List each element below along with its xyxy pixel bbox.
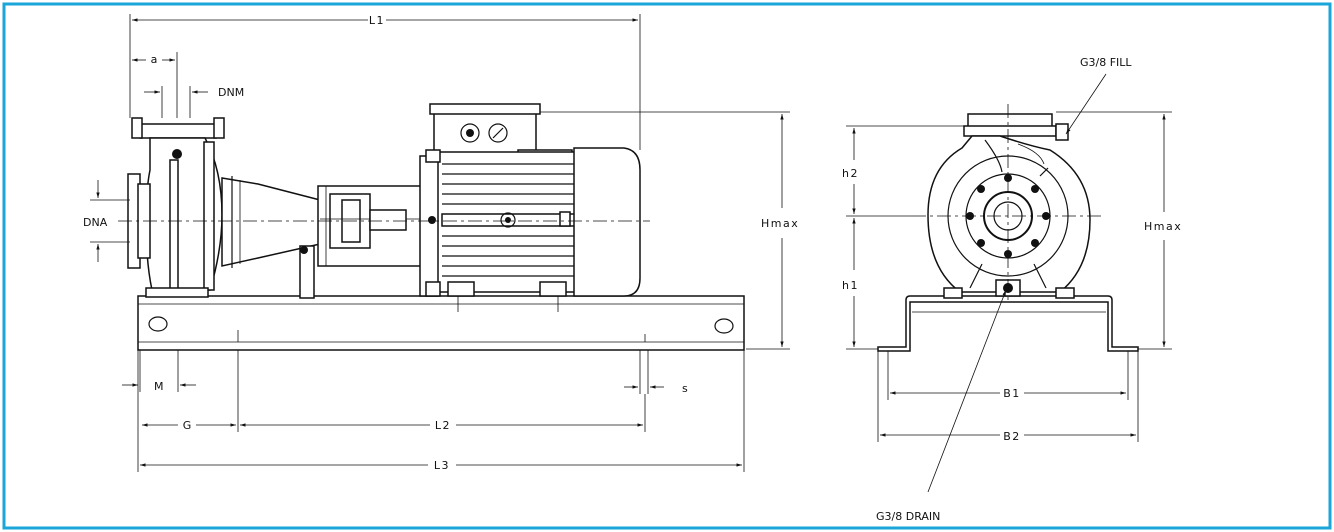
- label-DNA: DNA: [83, 216, 108, 229]
- label-L1: L1: [369, 14, 385, 27]
- front-base: [877, 295, 1139, 352]
- dim-DNM: DNM: [144, 86, 244, 118]
- label-h2: h2: [842, 167, 859, 180]
- dim-s: s: [624, 350, 688, 395]
- dim-L1: L1: [129, 14, 641, 150]
- label-fill: G3/8 FILL: [1080, 56, 1132, 69]
- fan-cover: [573, 147, 641, 297]
- callout-fill: G3/8 FILL: [1065, 56, 1132, 135]
- dim-h2: h2: [842, 125, 966, 217]
- pump-casing: [127, 117, 225, 298]
- dim-G: G: [142, 350, 239, 432]
- base-hole-left: [148, 316, 168, 332]
- label-Hmax-front: Hmax: [1144, 220, 1182, 233]
- terminal-box: [433, 107, 537, 155]
- base-hole-right: [714, 318, 734, 334]
- label-M: M: [154, 380, 164, 393]
- label-DNM: DNM: [218, 86, 244, 99]
- flange-bolts: [966, 174, 1050, 258]
- bearing-bracket: [221, 176, 321, 299]
- discharge-flange: [139, 123, 217, 139]
- dim-B2: B2: [877, 351, 1139, 443]
- label-drain: G3/8 DRAIN: [876, 510, 940, 523]
- front-view: G3/8 FILL G3/8 DRAIN h2 h1 H: [842, 56, 1182, 523]
- label-h1: h1: [842, 279, 859, 292]
- label-B1: B1: [1003, 387, 1021, 400]
- cooling-fins: [442, 163, 576, 277]
- label-G: G: [183, 419, 192, 432]
- coupling-guard: [317, 185, 430, 267]
- dim-B1: B1: [887, 351, 1129, 400]
- label-Hmax-side: Hmax: [761, 217, 799, 230]
- pump-front: [927, 113, 1091, 299]
- label-L3: L3: [434, 459, 450, 472]
- label-B2: B2: [1003, 430, 1021, 443]
- dim-L2: L2: [240, 394, 646, 432]
- label-L2: L2: [435, 419, 451, 432]
- label-s: s: [682, 382, 688, 395]
- motor: [419, 103, 641, 312]
- dim-L3: L3: [137, 350, 745, 472]
- dim-Hmax-side: Hmax: [540, 111, 799, 350]
- dim-M: M: [122, 350, 196, 393]
- callout-drain: G3/8 DRAIN: [876, 289, 1007, 523]
- dim-Hmax-front: Hmax: [1056, 111, 1182, 350]
- dim-h1: h1: [842, 218, 878, 350]
- dim-DNA: DNA: [83, 180, 130, 262]
- fill-plug: [1055, 123, 1069, 141]
- base-frame: [137, 295, 745, 351]
- side-view: L1 a DNM DNA: [83, 14, 799, 472]
- label-a: a: [151, 53, 158, 66]
- dim-a: a: [132, 52, 178, 118]
